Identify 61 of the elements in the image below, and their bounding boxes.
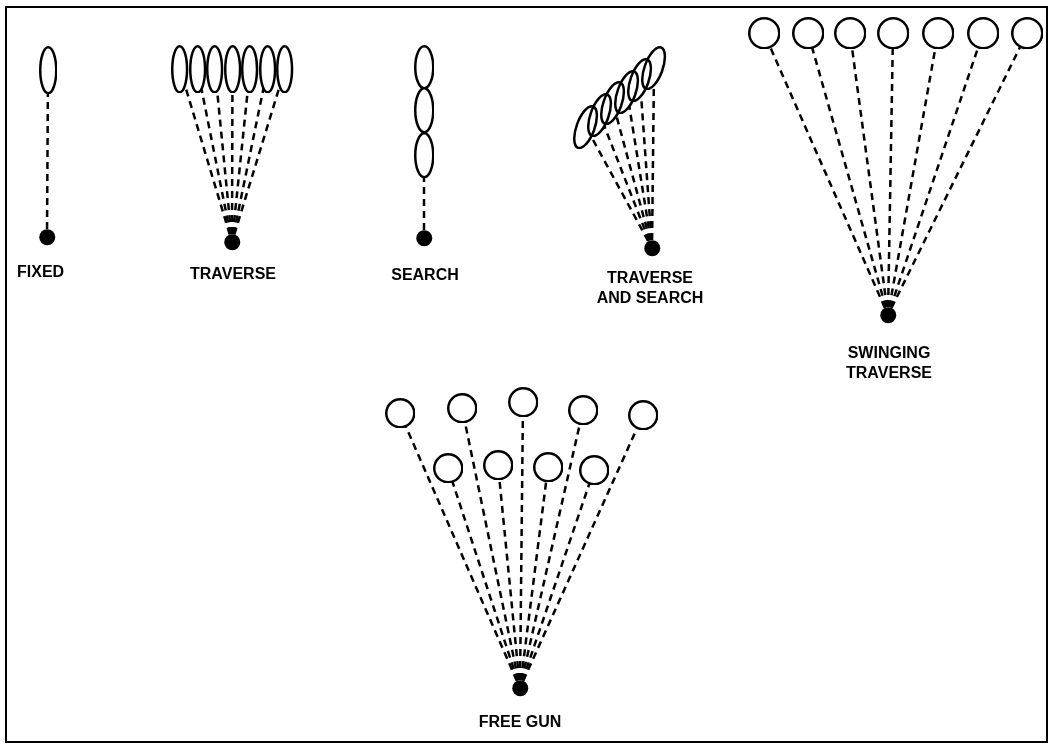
gun-position-dot [510,678,530,698]
target-circle [384,397,416,429]
beaten-zone-ellipse [587,92,613,138]
gun-position-dot [642,238,662,258]
beaten-zone-ellipse [413,44,435,90]
beaten-zone-ellipse [413,131,435,179]
target-circle [446,392,478,424]
beaten-zone-ellipse [627,57,653,103]
target-circle [432,452,464,484]
target-circle [791,16,825,50]
target-circle [1010,16,1044,50]
beaten-zone-ellipse [188,44,207,94]
gun-position-dot [37,227,57,247]
beaten-zone-ellipse [614,69,640,115]
dashed-line [768,46,886,309]
target-circle [532,451,564,483]
target-circle [747,16,781,50]
target-circle [966,16,1000,50]
target-circle [833,16,867,50]
fire-type-label: FREE GUN [477,712,563,732]
dashed-line [422,177,426,230]
target-circle [482,449,514,481]
beaten-zone-ellipse [573,104,599,150]
beaten-zone-ellipse [171,44,189,94]
fire-type-label: FIXED [17,262,66,282]
dashed-line [810,47,888,308]
dashed-line [200,88,232,235]
target-circle [876,16,910,50]
gun-position-dot [414,228,434,248]
target-circle [507,386,539,418]
target-circle [567,394,599,426]
dashed-line [890,45,1022,309]
beaten-zone-ellipse [258,44,277,94]
target-circle [921,16,955,50]
dashed-line [45,93,50,229]
beaten-zone-ellipse [223,44,242,94]
dashed-line [521,482,591,681]
dashed-line [519,480,548,681]
dashed-line [628,106,652,241]
target-circle [578,454,610,486]
dashed-line [451,480,519,681]
gun-position-dot [222,232,242,252]
beaten-zone-ellipse [413,86,435,134]
beaten-zone-ellipse [276,44,294,94]
dashed-line [232,88,265,235]
dashed-line [886,47,894,308]
fire-type-label: TRAVERSE [189,264,277,284]
dashed-line [603,126,651,241]
beaten-zone-ellipse [641,45,667,91]
dashed-line [230,92,234,234]
target-circle [627,399,659,431]
beaten-zone-ellipse [206,44,224,94]
beaten-zone-ellipse [38,45,58,95]
fire-type-label: SWINGING TRAVERSE [845,343,933,383]
beaten-zone-ellipse [600,80,626,126]
gun-position-dot [878,305,898,325]
dashed-line [615,115,652,241]
fire-type-label: SEARCH [390,265,460,285]
fire-type-label: TRAVERSE AND SEARCH [595,268,705,308]
dashed-line [850,47,889,308]
beaten-zone-ellipse [241,44,259,94]
